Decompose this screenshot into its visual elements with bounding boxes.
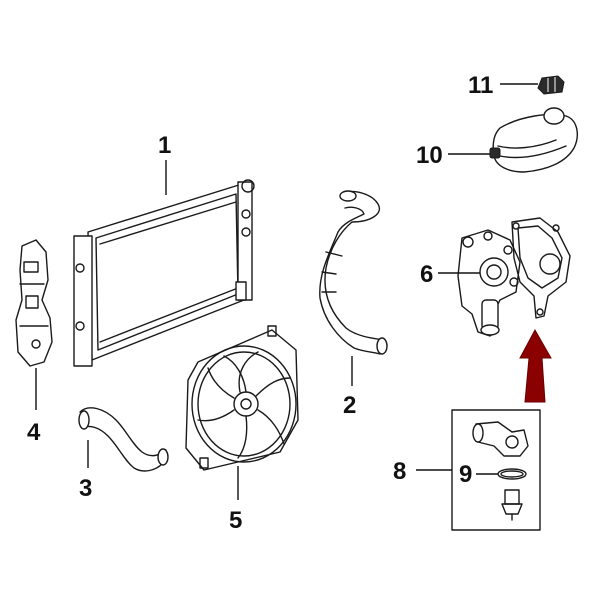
callout-9: 9: [459, 461, 472, 488]
callout-4: 4: [27, 419, 41, 446]
thermostat: [501, 489, 523, 521]
radiator-side-bracket: [15, 239, 53, 367]
lower-radiator-hose: [78, 407, 169, 472]
radiator: [73, 179, 255, 367]
callout-2: 2: [343, 392, 356, 419]
thermostat-gasket: [497, 468, 527, 480]
coolant-reservoir: [489, 107, 578, 173]
thermostat-housing: [472, 421, 529, 457]
callout-5: 5: [229, 507, 242, 534]
upper-radiator-hose: [319, 190, 388, 355]
callout-6: 6: [420, 261, 433, 288]
callout-10: 10: [416, 142, 443, 169]
callout-11: 11: [468, 72, 493, 99]
callout-1: 1: [158, 132, 171, 159]
water-pump-gasket: [511, 217, 571, 319]
callout-8: 8: [393, 458, 406, 485]
water-pump: [457, 229, 521, 337]
callout-3: 3: [79, 475, 92, 502]
red-pointer-arrow-icon: [519, 328, 552, 403]
reservoir-cap: [537, 75, 565, 95]
cooling-fan-assembly: [185, 325, 299, 471]
